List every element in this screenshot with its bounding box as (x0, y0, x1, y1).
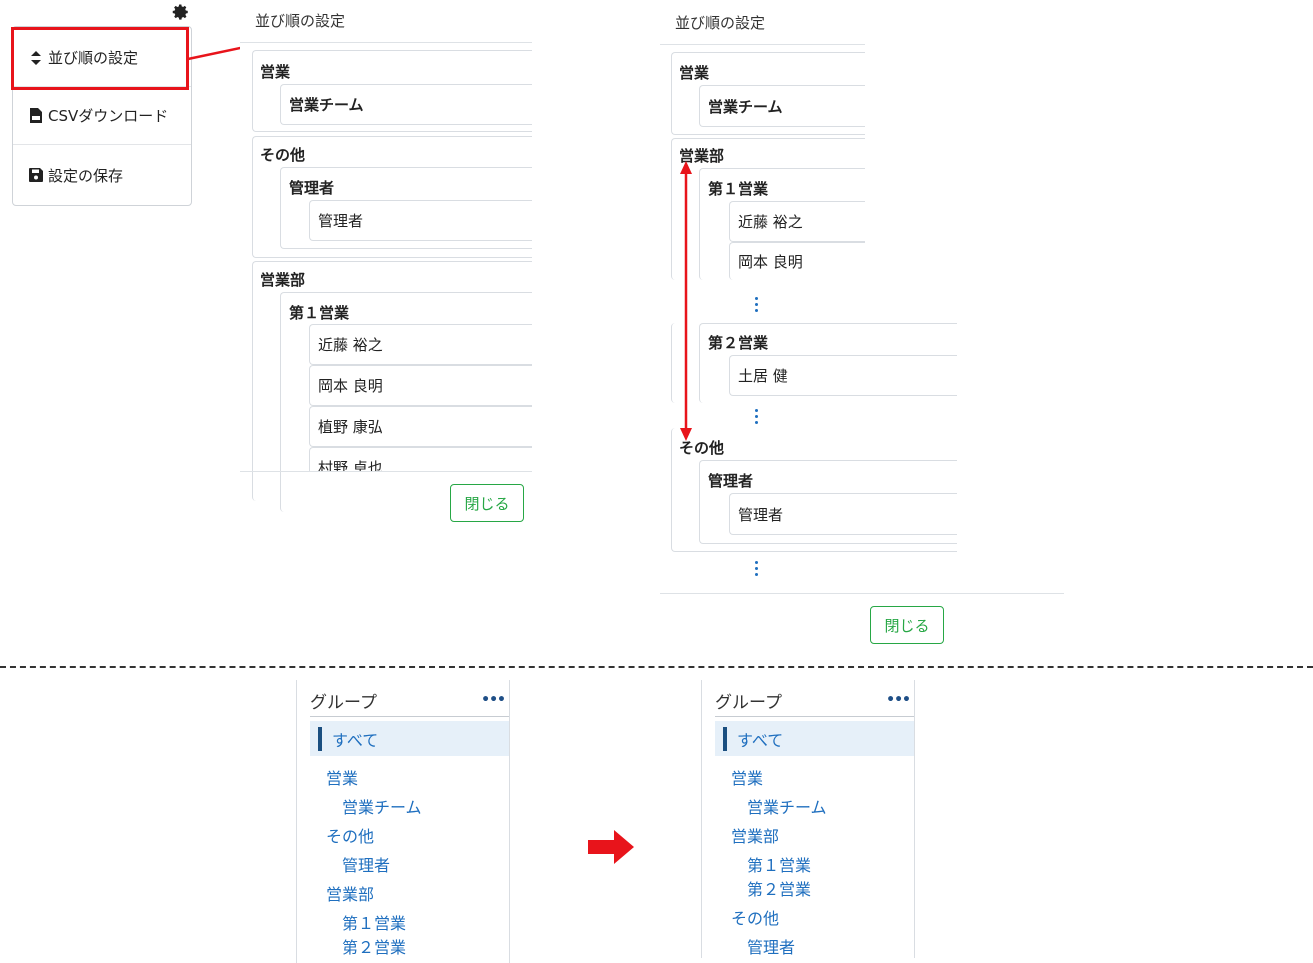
group-item[interactable]: 管理者 (747, 938, 796, 957)
divider (240, 42, 532, 43)
group-item-all[interactable]: すべて (715, 721, 914, 756)
sort-group[interactable] (252, 50, 532, 132)
group-item[interactable]: 営業部 (731, 827, 780, 846)
sort-group[interactable] (252, 261, 532, 501)
subgroup-label: 第１営業 (289, 304, 350, 322)
menu-item-label: 設定の保存 (48, 166, 124, 185)
group-item[interactable]: 営業チーム (747, 798, 827, 817)
group-item[interactable]: 営業 (326, 769, 359, 788)
sort-row[interactable]: 営業チーム (280, 84, 532, 125)
settings-menu: 並び順の設定 CSVダウンロード 設定の保存 (12, 26, 192, 206)
group-label: 営業部 (260, 271, 306, 289)
selected-indicator (723, 726, 727, 751)
group-item[interactable]: その他 (326, 827, 375, 846)
highlight-frame (11, 27, 189, 90)
section-separator (0, 666, 1313, 668)
sort-subgroup[interactable] (699, 168, 865, 280)
sort-row[interactable]: 村野 卓也 (309, 447, 532, 471)
ellipsis-vertical-icon (753, 409, 759, 427)
divider (240, 471, 532, 472)
sort-row[interactable]: 岡本 良明 (729, 242, 865, 280)
group-item-label: すべて (737, 730, 784, 750)
more-icon[interactable]: ••• (481, 692, 506, 708)
group-item[interactable]: 第２営業 (342, 938, 407, 957)
sort-icon (29, 50, 43, 66)
group-label: 営業部 (679, 147, 725, 165)
dialog-title: 並び順の設定 (255, 12, 346, 30)
gear-icon[interactable] (172, 3, 190, 21)
sort-row[interactable]: 近藤 裕之 (309, 324, 532, 365)
ellipsis-vertical-icon (753, 561, 759, 579)
sort-dialog-before: 並び順の設定 営業 営業チーム その他 管理者 管理者 営業部 第１営業 近藤 … (240, 0, 532, 528)
divider (660, 44, 865, 45)
close-button[interactable]: 閉じる (450, 484, 524, 522)
sort-row[interactable]: 営業チーム (699, 85, 865, 127)
group-item-all[interactable]: すべて (310, 721, 509, 756)
sort-row[interactable]: 近藤 裕之 (729, 201, 865, 242)
sort-row[interactable]: 植野 康弘 (309, 406, 532, 447)
divider (660, 593, 1064, 594)
menu-item-label: 並び順の設定 (48, 49, 139, 67)
group-panel-before: グループ ••• すべて 営業 営業チーム その他 管理者 営業部 第１営業 第… (296, 680, 510, 963)
divider (715, 716, 914, 717)
group-item[interactable]: 営業 (731, 769, 764, 788)
group-label: その他 (260, 146, 306, 164)
save-icon (29, 167, 43, 183)
clipped-row-wrap: 村野 卓也 (309, 447, 532, 471)
group-item[interactable]: 営業チーム (342, 798, 422, 817)
group-panel-title: グループ (715, 693, 782, 713)
sort-group[interactable] (671, 323, 865, 403)
group-panel-title: グループ (310, 693, 377, 713)
csv-file-icon (29, 108, 43, 124)
swap-arrow (680, 161, 692, 441)
sort-settings-menu-item[interactable]: 並び順の設定 (13, 29, 191, 87)
sort-group[interactable] (671, 138, 865, 280)
sort-group[interactable] (252, 136, 532, 258)
group-item[interactable]: 第２営業 (747, 880, 812, 899)
right-arrow-icon (588, 830, 634, 864)
group-label: 営業 (679, 64, 710, 82)
subgroup-label: 管理者 (708, 472, 754, 490)
group-item[interactable]: その他 (731, 909, 780, 928)
csv-download-menu-item[interactable]: CSVダウンロード (13, 87, 191, 145)
group-label: その他 (679, 439, 725, 457)
group-item[interactable]: 第１営業 (342, 914, 407, 933)
group-label: 営業 (260, 63, 291, 81)
sort-dialog-after: 並び順の設定 営業 営業チーム 営業部 第１営業 近藤 裕之 岡本 良明 第２営… (660, 0, 1064, 652)
selected-indicator (318, 726, 322, 751)
subgroup-label: 管理者 (289, 179, 335, 197)
sort-group[interactable] (671, 52, 865, 135)
dialog-title: 並び順の設定 (675, 14, 766, 32)
close-button[interactable]: 閉じる (870, 606, 944, 644)
divider (310, 716, 509, 717)
sort-row[interactable]: 管理者 (309, 200, 532, 241)
sort-subgroup[interactable] (280, 167, 532, 249)
sort-row[interactable]: 土居 健 (729, 355, 957, 396)
more-icon[interactable]: ••• (886, 692, 911, 708)
group-panel-after: グループ ••• すべて 営業 営業チーム 営業部 第１営業 第２営業 その他 … (701, 680, 915, 958)
sort-subgroup[interactable] (699, 460, 957, 544)
menu-item-label: CSVダウンロード (48, 107, 169, 125)
sort-row[interactable]: 岡本 良明 (309, 365, 532, 406)
ellipsis-vertical-icon (753, 297, 759, 315)
group-item[interactable]: 第１営業 (747, 856, 812, 875)
subgroup-label: 第２営業 (708, 334, 769, 352)
group-item-label: すべて (332, 730, 379, 750)
group-item[interactable]: 営業部 (326, 885, 375, 904)
subgroup-label: 第１営業 (708, 180, 769, 198)
sort-subgroup[interactable] (280, 292, 532, 512)
sort-group[interactable] (671, 428, 957, 552)
group-item[interactable]: 管理者 (342, 856, 391, 875)
sort-subgroup[interactable] (699, 323, 957, 403)
sort-row[interactable]: 管理者 (729, 493, 957, 535)
save-settings-menu-item[interactable]: 設定の保存 (13, 146, 191, 204)
